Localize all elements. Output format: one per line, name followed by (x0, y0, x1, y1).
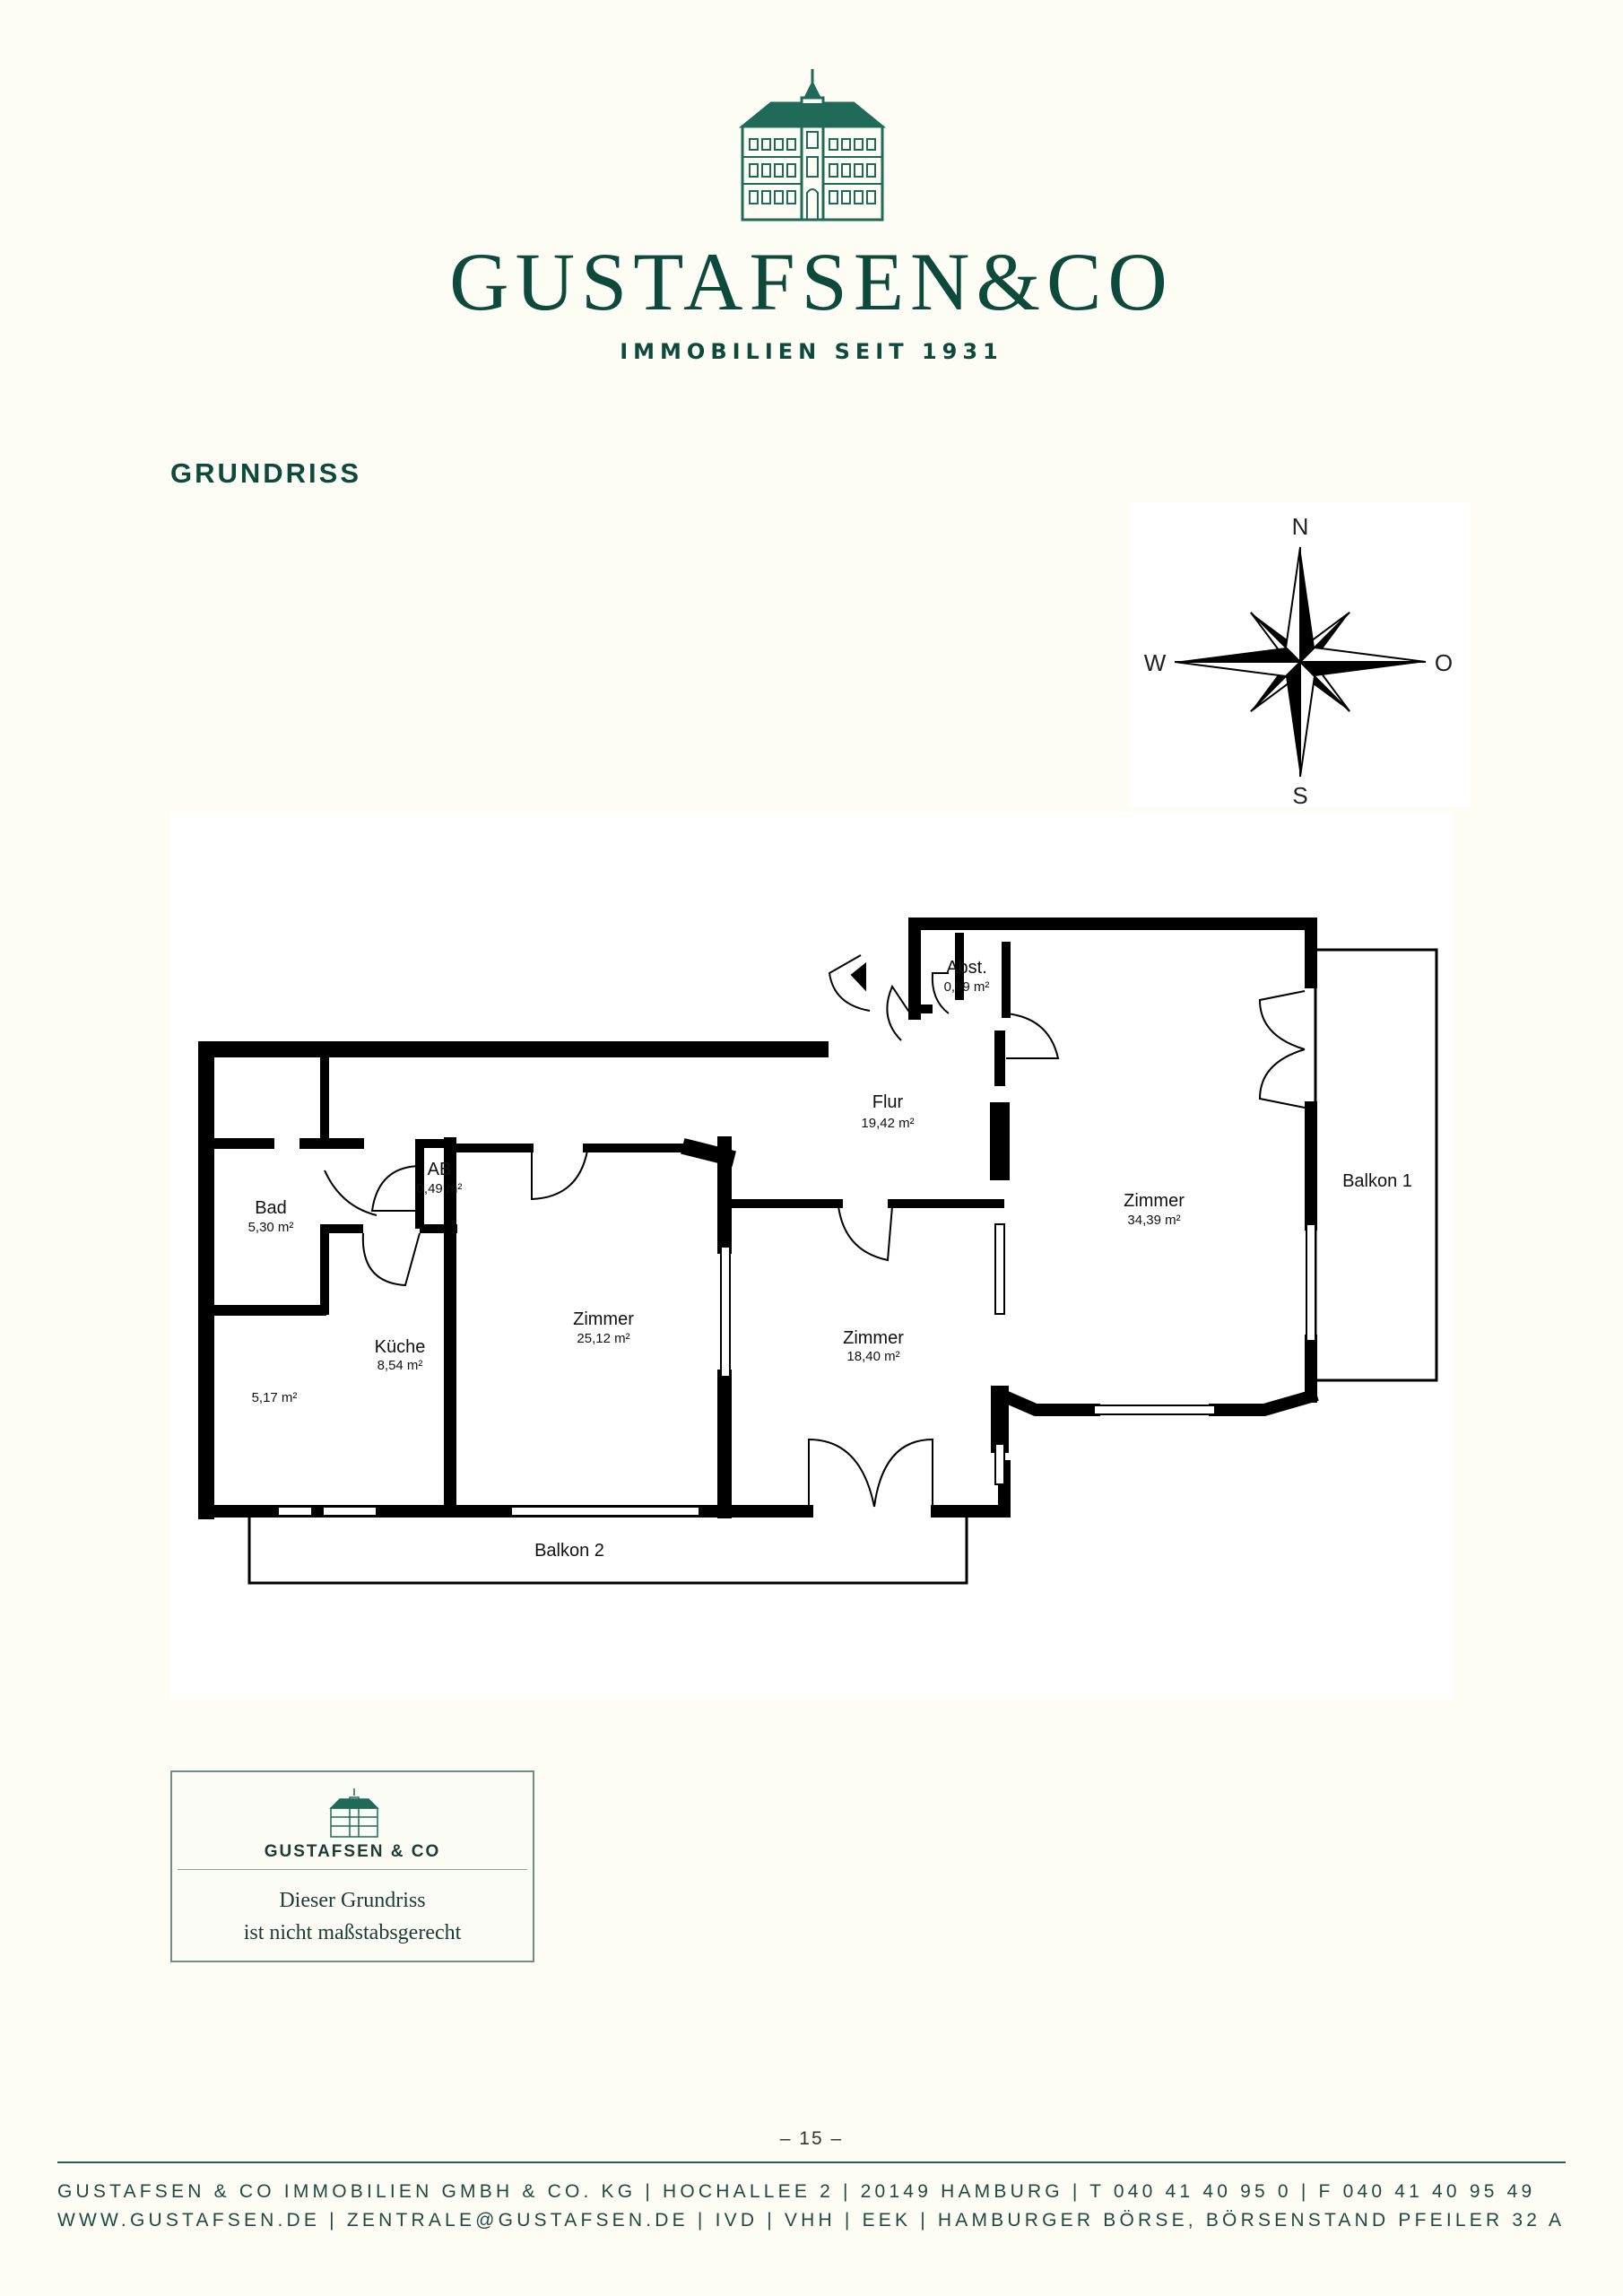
room-area-zimmer-mid: 25,12 m² (577, 1331, 629, 1346)
room-area-ab: 0,49 m² (417, 1181, 463, 1196)
room-area-zimmer-large: 34,39 m² (1127, 1213, 1180, 1228)
room-label-zimmer-small: Zimmer (843, 1328, 904, 1348)
room-label-kueche: Küche (375, 1337, 426, 1357)
stamp-brand: GUSTAFSEN & CO (264, 1842, 441, 1861)
room-label-balkon2: Balkon 2 (534, 1541, 604, 1561)
room-label-balkon1: Balkon 1 (1342, 1171, 1412, 1191)
room-label-zimmer-large: Zimmer (1124, 1191, 1185, 1211)
footer-contact: WWW.GUSTAFSEN.DE | ZENTRALE@GUSTAFSEN.DE… (57, 2210, 1566, 2231)
footer-address: GUSTAFSEN & CO IMMOBILIEN GMBH & CO. KG … (57, 2181, 1536, 2202)
building-icon (329, 1788, 379, 1838)
compass-north: N (1292, 513, 1309, 540)
compass-west: W (1144, 649, 1167, 676)
stamp-divider (178, 1869, 527, 1870)
room-area-kueche: 8,54 m² (378, 1358, 423, 1373)
compass-rose-icon: N S W O (1130, 502, 1471, 807)
room-area-unnamed: 5,17 m² (252, 1390, 298, 1405)
footer-divider (57, 2161, 1566, 2163)
room-label-abst: Abst. (946, 958, 987, 978)
windows (277, 1223, 1316, 1517)
building-logo-icon (738, 69, 887, 222)
room-area-zimmer-small: 18,40 m² (846, 1349, 899, 1364)
room-label-flur: Flur (872, 1092, 904, 1112)
brand-name: GUSTAFSEN&CO (449, 236, 1174, 327)
section-title: GRUNDRISS (170, 457, 362, 489)
room-area-abst: 0,99 m² (944, 979, 990, 995)
room-label-ab: AB (428, 1160, 452, 1179)
walls (198, 918, 1319, 1519)
stamp-text-line1: Dieser Grundriss (279, 1889, 426, 1912)
scale-disclaimer-stamp: GUSTAFSEN & CO Dieser Grundriss ist nich… (170, 1770, 534, 1962)
floorplan: Abst. 0,99 m² Flur 19,42 m² Zimmer 34,39… (170, 812, 1453, 1700)
room-label-zimmer-mid: Zimmer (573, 1309, 634, 1329)
room-area-bad: 5,30 m² (248, 1220, 294, 1235)
compass-east: O (1435, 649, 1453, 676)
room-area-flur: 19,42 m² (861, 1116, 914, 1131)
brand-tagline: IMMOBILIEN SEIT 1931 (620, 339, 1003, 364)
door-swings (324, 954, 1306, 1509)
room-label-bad: Bad (255, 1198, 287, 1218)
balkon2-outline (247, 1517, 968, 1585)
page-number: – 15 – (779, 2128, 844, 2149)
compass-south: S (1292, 782, 1307, 807)
stamp-text-line2: ist nicht maßstabsgerecht (243, 1921, 462, 1944)
